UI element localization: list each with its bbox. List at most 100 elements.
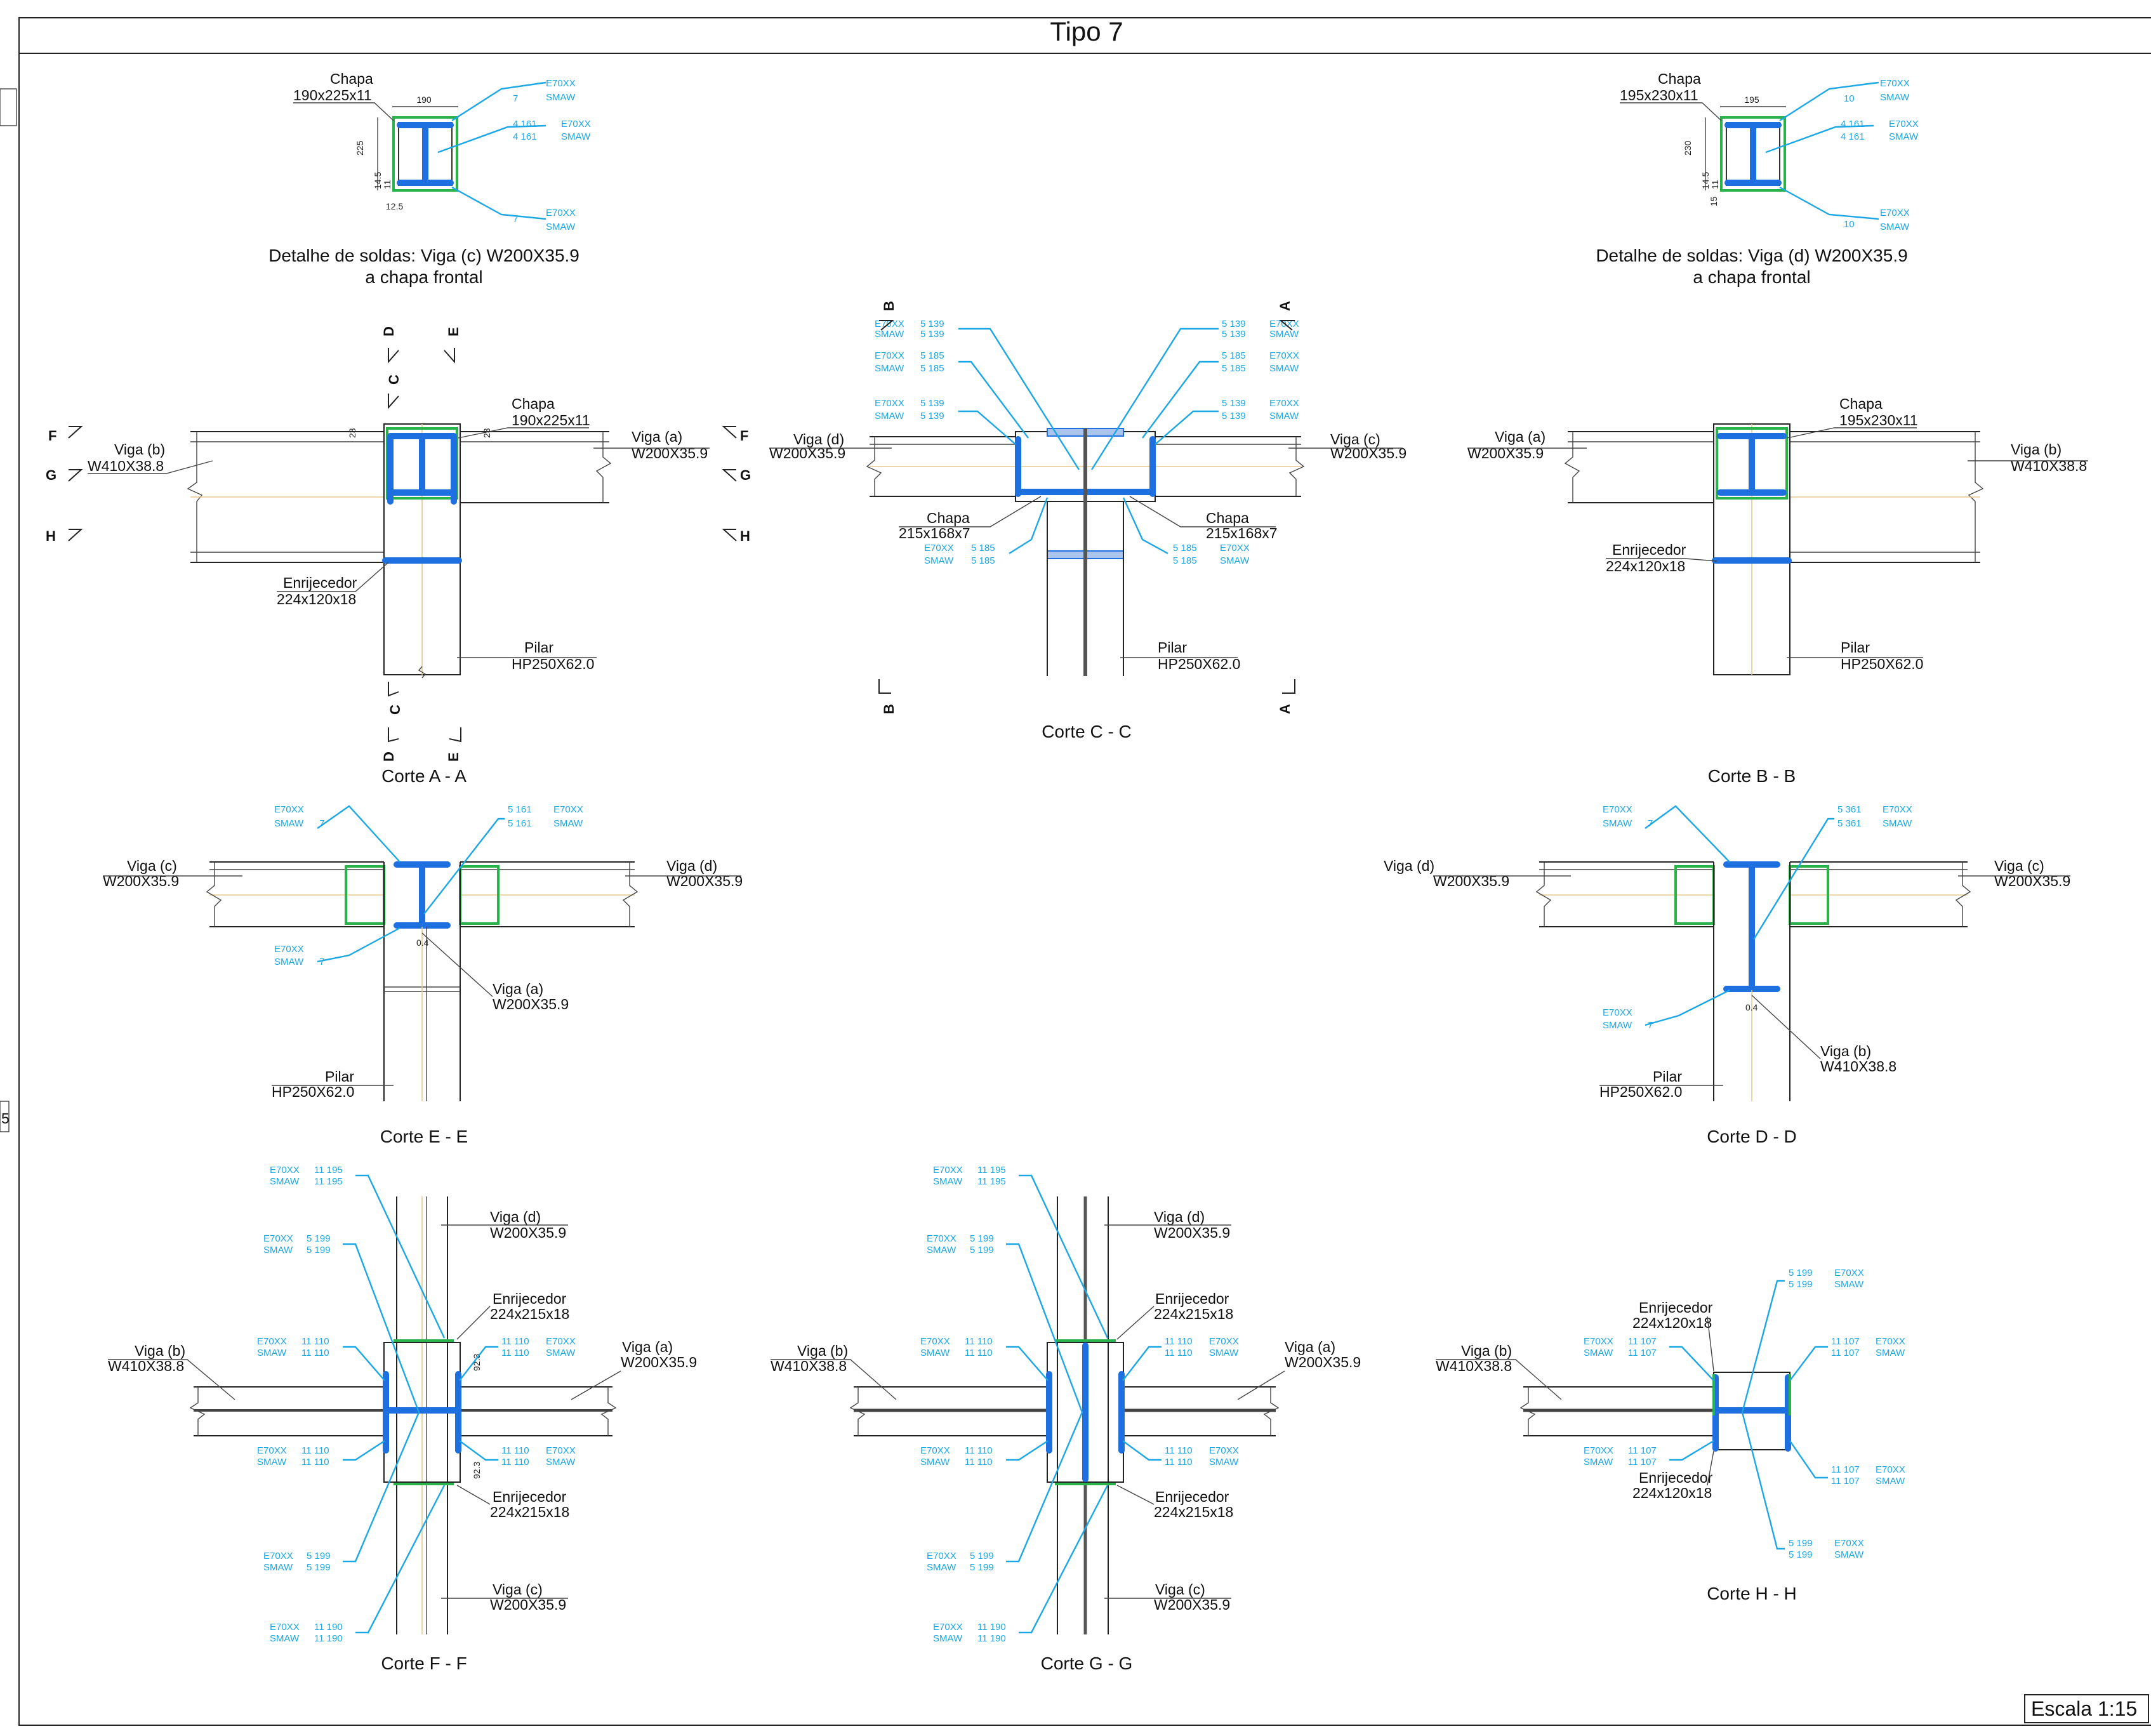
svg-text:5 199: 5 199 bbox=[307, 1551, 331, 1561]
svg-text:11 110: 11 110 bbox=[1165, 1457, 1193, 1468]
svg-text:5 139: 5 139 bbox=[920, 319, 944, 329]
section-h-h: Viga (b) W410X38.8 Enrijecedor 224x120x1… bbox=[1436, 1268, 1905, 1603]
detail2-width: 195 bbox=[1744, 95, 1759, 105]
detail1-height: 225 bbox=[355, 140, 365, 156]
aa-caption: Corte A - A bbox=[381, 766, 467, 786]
ee-viga-a: Viga (a) bbox=[493, 981, 543, 997]
svg-text:A: A bbox=[1277, 704, 1293, 714]
cc-viga-d-size: W200X35.9 bbox=[769, 445, 845, 461]
svg-text:11 190: 11 190 bbox=[314, 1633, 343, 1644]
detail2-dim-a: 14.5 bbox=[1700, 172, 1711, 189]
scale-label: Escala 1:15 bbox=[2031, 1697, 2137, 1720]
detail1-weld-p2: SMAW bbox=[561, 131, 591, 142]
svg-text:11 110: 11 110 bbox=[965, 1457, 993, 1468]
dd-viga-d: Viga (d) bbox=[1384, 858, 1434, 874]
ff-viga-c: Viga (c) bbox=[493, 1581, 543, 1598]
ee-viga-d-size: W200X35.9 bbox=[666, 873, 743, 889]
svg-text:5 199: 5 199 bbox=[1789, 1279, 1813, 1290]
detail2-plate-size: 195x230x11 bbox=[1620, 87, 1698, 103]
svg-text:E70XX: E70XX bbox=[1584, 1445, 1613, 1456]
cc-chapa-right-size: 215x168x7 bbox=[1206, 525, 1278, 541]
svg-text:11 107: 11 107 bbox=[1628, 1348, 1657, 1358]
svg-text:11 110: 11 110 bbox=[965, 1445, 993, 1456]
svg-text:SMAW: SMAW bbox=[1603, 818, 1632, 829]
svg-text:A: A bbox=[1277, 301, 1293, 311]
svg-text:5 139: 5 139 bbox=[920, 329, 944, 340]
svg-text:5 161: 5 161 bbox=[508, 818, 532, 829]
aa-viga-b-size: W410X38.8 bbox=[88, 458, 164, 474]
svg-text:5 199: 5 199 bbox=[307, 1245, 331, 1256]
svg-text:E70XX: E70XX bbox=[927, 1233, 956, 1244]
dd-viga-c-size: W200X35.9 bbox=[1994, 873, 2070, 889]
svg-text:SMAW: SMAW bbox=[263, 1562, 293, 1573]
ee-pilar-size: HP250X62.0 bbox=[272, 1083, 354, 1100]
aa-viga-a-size: W200X35.9 bbox=[632, 445, 708, 461]
detail2-height: 230 bbox=[1683, 140, 1693, 156]
svg-text:E70XX: E70XX bbox=[1834, 1538, 1864, 1549]
svg-text:E70XX: E70XX bbox=[933, 1165, 963, 1176]
svg-text:SMAW: SMAW bbox=[274, 957, 304, 967]
svg-text:5 161: 5 161 bbox=[508, 804, 532, 815]
detail1-weld-bot: 7 bbox=[513, 214, 518, 225]
detail2-caption: Detalhe de soldas: Viga (d) W200X35.9 bbox=[1596, 246, 1907, 265]
svg-text:11 195: 11 195 bbox=[977, 1176, 1006, 1187]
detail2-weld-e3: E70XX bbox=[1880, 208, 1910, 218]
svg-text:11 190: 11 190 bbox=[977, 1622, 1006, 1633]
svg-text:SMAW: SMAW bbox=[875, 329, 904, 340]
svg-text:5 185: 5 185 bbox=[1222, 363, 1246, 374]
cc-pilar: Pilar bbox=[1158, 639, 1187, 656]
bb-chapa: Chapa bbox=[1839, 395, 1883, 412]
svg-text:SMAW: SMAW bbox=[1834, 1279, 1864, 1290]
bb-chapa-size: 195x230x11 bbox=[1839, 412, 1918, 428]
ff-enr-top: Enrijecedor bbox=[493, 1290, 567, 1307]
dd-gap: 0.4 bbox=[1745, 1002, 1758, 1012]
svg-text:B: B bbox=[881, 704, 897, 714]
svg-text:11 110: 11 110 bbox=[301, 1457, 329, 1468]
detail2-caption-2: a chapa frontal bbox=[1693, 267, 1810, 287]
gg-viga-c: Viga (c) bbox=[1155, 1581, 1205, 1598]
svg-text:SMAW: SMAW bbox=[924, 555, 954, 566]
svg-text:11 195: 11 195 bbox=[314, 1165, 343, 1176]
ff-viga-d: Viga (d) bbox=[490, 1209, 541, 1225]
detail1-width: 190 bbox=[416, 95, 432, 105]
svg-text:SMAW: SMAW bbox=[546, 1457, 576, 1468]
svg-text:7: 7 bbox=[1648, 1020, 1653, 1031]
ff-enr-bot: Enrijecedor bbox=[493, 1488, 567, 1505]
svg-text:5 139: 5 139 bbox=[1222, 411, 1246, 421]
cc-chapa-left-size: 215x168x7 bbox=[899, 525, 970, 541]
bb-viga-b-size: W410X38.8 bbox=[2011, 458, 2087, 474]
svg-text:5 139: 5 139 bbox=[1222, 319, 1246, 329]
svg-text:11 110: 11 110 bbox=[1165, 1348, 1193, 1358]
svg-text:11 190: 11 190 bbox=[977, 1633, 1006, 1644]
svg-text:E70XX: E70XX bbox=[546, 1336, 576, 1347]
svg-text:5 185: 5 185 bbox=[920, 363, 944, 374]
ee-gap: 0.4 bbox=[416, 938, 429, 948]
svg-text:E70XX: E70XX bbox=[875, 398, 904, 409]
cc-caption: Corte C - C bbox=[1042, 722, 1132, 741]
weld-detail-viga-c: 190 225 14.5 11 12.5 Chapa 190x225x11 7 … bbox=[268, 70, 591, 287]
scale-box: Escala 1:15 bbox=[2024, 1694, 2149, 1723]
detail1-dim-c: 12.5 bbox=[386, 201, 403, 211]
svg-text:E70XX: E70XX bbox=[875, 350, 904, 361]
bb-pilar-size: HP250X62.0 bbox=[1841, 656, 1923, 672]
svg-text:E70XX: E70XX bbox=[933, 1622, 963, 1633]
dd-viga-d-size: W200X35.9 bbox=[1433, 873, 1509, 889]
svg-text:E: E bbox=[446, 752, 461, 762]
aa-enrijecedor-size: 224x120x18 bbox=[277, 591, 356, 607]
gg-viga-a: Viga (a) bbox=[1285, 1339, 1335, 1355]
detail2-weld-p3: SMAW bbox=[1880, 222, 1910, 232]
svg-text:E70XX: E70XX bbox=[920, 1336, 950, 1347]
detail2-dim-b: 11 bbox=[1710, 180, 1720, 189]
aa-chapa: Chapa bbox=[512, 395, 555, 412]
aa-viga-a: Viga (a) bbox=[632, 428, 682, 445]
bb-viga-b: Viga (b) bbox=[2011, 441, 2062, 458]
svg-text:11 110: 11 110 bbox=[501, 1445, 529, 1456]
svg-text:11 107: 11 107 bbox=[1831, 1476, 1860, 1487]
section-d-d: Viga (d) W200X35.9 Viga (c) W200X35.9 Vi… bbox=[1384, 804, 2070, 1146]
cc-chapa-left: Chapa bbox=[927, 510, 970, 526]
ee-viga-d: Viga (d) bbox=[666, 858, 717, 874]
svg-text:E70XX: E70XX bbox=[257, 1445, 287, 1456]
svg-text:11 110: 11 110 bbox=[301, 1336, 329, 1347]
